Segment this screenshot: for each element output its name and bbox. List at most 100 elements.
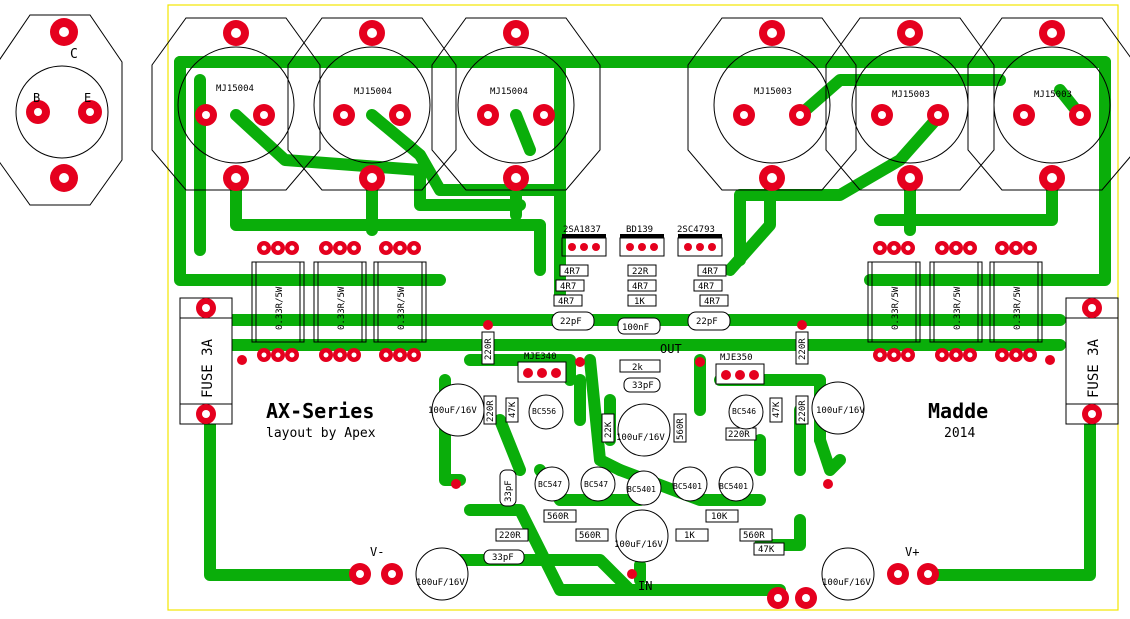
- svg-text:BC547: BC547: [584, 480, 608, 489]
- svg-text:22R: 22R: [632, 267, 649, 277]
- driver-2sc4793: 2SC4793: [677, 225, 723, 257]
- small-components: 4R7 4R7 4R7 22R 4R7 1K 4R7 4R7 4R7 22pF …: [481, 264, 809, 565]
- svg-text:BC5401: BC5401: [719, 482, 748, 491]
- emitter-resistor-3: 0.33R/5W: [373, 241, 427, 362]
- title-right-sub: 2014: [944, 426, 975, 441]
- emitter-resistor-1: 0.33R/5W: [251, 241, 305, 362]
- copper-traces: [174, 56, 1111, 596]
- power-transistor-6: MJ15003: [967, 17, 1130, 191]
- svg-text:0.33R/5W: 0.33R/5W: [337, 286, 347, 330]
- svg-text:BD139: BD139: [626, 225, 653, 235]
- svg-text:0.33R/5W: 0.33R/5W: [1013, 286, 1023, 330]
- svg-text:560R: 560R: [743, 531, 765, 541]
- svg-text:0.33R/5W: 0.33R/5W: [275, 286, 285, 330]
- power-transistor-label: MJ15004: [354, 87, 392, 97]
- pin-label-emitter: E: [84, 91, 91, 105]
- connector-pads: [237, 320, 1055, 609]
- svg-text:220R: 220R: [798, 338, 808, 360]
- vas-mje340: MJE340: [517, 352, 567, 383]
- svg-text:220R: 220R: [484, 338, 494, 360]
- svg-text:560R: 560R: [579, 531, 601, 541]
- label-in: IN: [638, 579, 652, 593]
- fuse-right: FUSE 3A: [1065, 297, 1119, 425]
- svg-text:4R7: 4R7: [702, 267, 718, 277]
- svg-text:47K: 47K: [508, 401, 518, 418]
- svg-text:0.33R/5W: 0.33R/5W: [891, 286, 901, 330]
- small-transistors: BC556 BC546 BC547 BC547 BC5401 BC5401 BC…: [528, 394, 764, 506]
- svg-text:33pF: 33pF: [492, 553, 514, 563]
- svg-text:33pF: 33pF: [632, 381, 654, 391]
- svg-text:220R: 220R: [486, 400, 496, 422]
- power-transistor-label: MJ15004: [490, 87, 528, 97]
- pin-label-collector: C: [70, 47, 78, 62]
- svg-text:220R: 220R: [798, 400, 808, 422]
- svg-text:1K: 1K: [684, 531, 695, 541]
- svg-text:560R: 560R: [676, 418, 686, 440]
- svg-text:220R: 220R: [499, 531, 521, 541]
- svg-text:10K: 10K: [711, 512, 728, 522]
- svg-text:2SC4793: 2SC4793: [677, 225, 715, 235]
- svg-text:22pF: 22pF: [696, 317, 718, 327]
- svg-text:100uF/16V: 100uF/16V: [416, 578, 465, 588]
- svg-text:BC547: BC547: [538, 480, 562, 489]
- svg-text:BC546: BC546: [732, 407, 756, 416]
- svg-text:4R7: 4R7: [564, 267, 580, 277]
- svg-text:4R7: 4R7: [698, 282, 714, 292]
- pin-label-base: B: [33, 91, 40, 105]
- net-labels: OUT IN V- V+: [370, 342, 919, 593]
- emitter-resistor-2: 0.33R/5W: [313, 241, 367, 362]
- power-transistor-5: MJ15003: [825, 17, 995, 191]
- emitter-resistor-5: 0.33R/5W: [929, 241, 983, 362]
- svg-text:BC556: BC556: [532, 407, 556, 416]
- svg-text:FUSE 3A: FUSE 3A: [200, 338, 216, 398]
- power-transistor-2: MJ15004: [287, 17, 457, 191]
- svg-text:4R7: 4R7: [558, 297, 574, 307]
- svg-text:0.33R/5W: 0.33R/5W: [397, 286, 407, 330]
- power-transistor-label: MJ15004: [216, 84, 254, 94]
- emitter-resistor-4: 0.33R/5W: [867, 241, 921, 362]
- svg-text:100uF/16V: 100uF/16V: [616, 433, 665, 443]
- driver-bd139: BD139: [619, 225, 665, 257]
- label-v-plus: V+: [905, 545, 919, 559]
- title-left-sub: layout by Apex: [266, 426, 376, 441]
- svg-text:33pF: 33pF: [504, 480, 514, 502]
- svg-text:560R: 560R: [547, 512, 569, 522]
- svg-text:47K: 47K: [772, 401, 782, 418]
- power-transistor-1: MJ15004: [151, 17, 321, 191]
- svg-text:22K: 22K: [604, 421, 614, 438]
- power-transistor-label: MJ15003: [754, 87, 792, 97]
- svg-text:MJE340: MJE340: [524, 352, 557, 362]
- svg-text:BC5401: BC5401: [627, 485, 656, 494]
- svg-text:4R7: 4R7: [632, 282, 648, 292]
- vas-mje350: MJE350: [715, 353, 765, 385]
- svg-text:100uF/16V: 100uF/16V: [428, 406, 477, 416]
- svg-text:BC5401: BC5401: [673, 482, 702, 491]
- driver-2sa1837: 2SA1837: [561, 225, 607, 257]
- svg-text:100uF/16V: 100uF/16V: [822, 578, 871, 588]
- emitter-resistor-6: 0.33R/5W: [989, 241, 1043, 362]
- power-transistor-3: MJ15004: [431, 17, 601, 191]
- svg-text:100uF/16V: 100uF/16V: [614, 540, 663, 550]
- label-v-minus: V-: [370, 545, 384, 559]
- svg-text:FUSE 3A: FUSE 3A: [1086, 338, 1102, 398]
- svg-text:MJE350: MJE350: [720, 353, 753, 363]
- svg-text:100nF: 100nF: [622, 323, 649, 333]
- svg-text:47K: 47K: [758, 545, 775, 555]
- label-out: OUT: [660, 342, 682, 356]
- fuse-left: FUSE 3A: [179, 297, 233, 425]
- svg-text:220R: 220R: [728, 430, 750, 440]
- svg-text:2k: 2k: [632, 363, 643, 373]
- svg-text:1K: 1K: [634, 297, 645, 307]
- svg-text:2SA1837: 2SA1837: [563, 225, 601, 235]
- svg-text:4R7: 4R7: [704, 297, 720, 307]
- svg-text:22pF: 22pF: [560, 317, 582, 327]
- power-transistor-label: MJ15003: [1034, 90, 1072, 100]
- svg-text:100uF/16V: 100uF/16V: [816, 406, 865, 416]
- power-transistor-4: MJ15003: [687, 17, 857, 191]
- pinout-diagram: C B E: [0, 14, 123, 206]
- title-right-main: Madde: [928, 399, 988, 423]
- title-left-main: AX-Series: [266, 399, 374, 423]
- svg-text:0.33R/5W: 0.33R/5W: [953, 286, 963, 330]
- svg-text:4R7: 4R7: [560, 282, 576, 292]
